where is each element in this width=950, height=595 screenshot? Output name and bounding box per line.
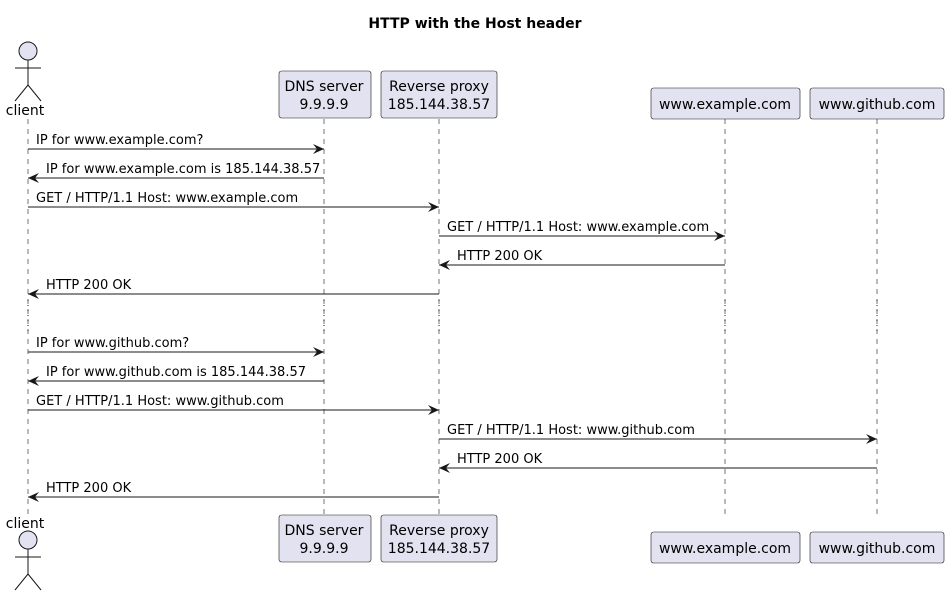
participant-label: 9.9.9.9	[300, 97, 349, 113]
participants-top: client DNS server 9.9.9.9 Reverse proxy 185.…	[6, 41, 945, 120]
message-label: IP for www.example.com is 185.144.38.57	[46, 162, 320, 177]
actor-head-icon	[18, 41, 38, 61]
lifelines	[27, 119, 878, 515]
participant-proxy-bottom: Reverse proxy 185.144.38.57	[380, 514, 498, 563]
participant-dns-bottom: DNS server 9.9.9.9	[278, 514, 372, 563]
participant-box	[380, 70, 498, 119]
participant-box	[809, 531, 945, 564]
message-label: GET / HTTP/1.1 Host: www.example.com	[447, 220, 709, 235]
participant-github-top: www.github.com	[809, 87, 945, 120]
participant-dns-top: DNS server 9.9.9.9	[278, 70, 372, 119]
participant-label: Reverse proxy	[389, 523, 489, 539]
message: IP for www.github.com is 185.144.38.57	[28, 365, 324, 386]
message-label: IP for www.github.com is 185.144.38.57	[46, 365, 306, 380]
message: IP for www.github.com?	[28, 336, 324, 357]
message: GET / HTTP/1.1 Host: www.example.com	[439, 220, 725, 241]
participant-label: 9.9.9.9	[300, 541, 349, 557]
message-label: HTTP 200 OK	[457, 249, 543, 264]
participant-label: client	[6, 516, 45, 532]
message-label: IP for www.example.com?	[36, 133, 203, 148]
participant-label: DNS server	[285, 523, 364, 539]
message-label: HTTP 200 OK	[46, 278, 132, 293]
message-label: GET / HTTP/1.1 Host: www.github.com	[447, 423, 695, 438]
participant-example-top: www.example.com	[650, 87, 801, 120]
participant-label: Reverse proxy	[389, 79, 489, 95]
message: IP for www.example.com?	[28, 133, 324, 154]
participant-box	[809, 87, 945, 120]
participant-github-bottom: www.github.com	[809, 531, 945, 564]
message: GET / HTTP/1.1 Host: www.example.com	[28, 191, 439, 212]
participant-label: www.example.com	[659, 97, 791, 113]
message: HTTP 200 OK	[28, 481, 439, 502]
actor-leg-icon	[27, 573, 42, 591]
participant-label: 185.144.38.57	[388, 541, 490, 557]
participant-label: 185.144.38.57	[388, 97, 490, 113]
participant-box	[278, 514, 372, 563]
participant-proxy-top: Reverse proxy 185.144.38.57	[380, 70, 498, 119]
message: HTTP 200 OK	[439, 452, 877, 473]
actor-head-icon	[18, 530, 38, 550]
participant-example-bottom: www.example.com	[650, 531, 801, 564]
participant-client-top: client	[6, 41, 45, 119]
diagram-title: HTTP with the Host header	[368, 16, 581, 32]
participant-box	[650, 531, 801, 564]
messages: IP for www.example.com? IP for www.exampl…	[27, 133, 878, 502]
message-label: HTTP 200 OK	[457, 452, 543, 467]
participant-label: www.github.com	[819, 97, 936, 113]
message-label: GET / HTTP/1.1 Host: www.github.com	[36, 394, 284, 409]
message: GET / HTTP/1.1 Host: www.github.com	[439, 423, 877, 444]
message-label: HTTP 200 OK	[46, 481, 132, 496]
message: IP for www.example.com is 185.144.38.57	[28, 162, 324, 183]
participant-label: client	[6, 103, 45, 119]
message: HTTP 200 OK	[439, 249, 725, 270]
message: HTTP 200 OK	[28, 278, 439, 299]
participant-label: www.example.com	[659, 541, 791, 557]
participants-bottom: client DNS server 9.9.9.9 Reverse proxy 185.…	[6, 514, 945, 591]
participant-box	[380, 514, 498, 563]
message-label: GET / HTTP/1.1 Host: www.example.com	[36, 191, 298, 206]
actor-leg-icon	[27, 84, 42, 102]
participant-box	[278, 70, 372, 119]
participant-label: www.github.com	[819, 541, 936, 557]
message: GET / HTTP/1.1 Host: www.github.com	[28, 394, 439, 415]
actor-leg-icon	[14, 84, 29, 102]
participant-box	[650, 87, 801, 120]
message-label: IP for www.github.com?	[36, 336, 189, 351]
actor-leg-icon	[14, 573, 29, 591]
participant-label: DNS server	[285, 79, 364, 95]
participant-client-bottom: client	[6, 516, 45, 591]
